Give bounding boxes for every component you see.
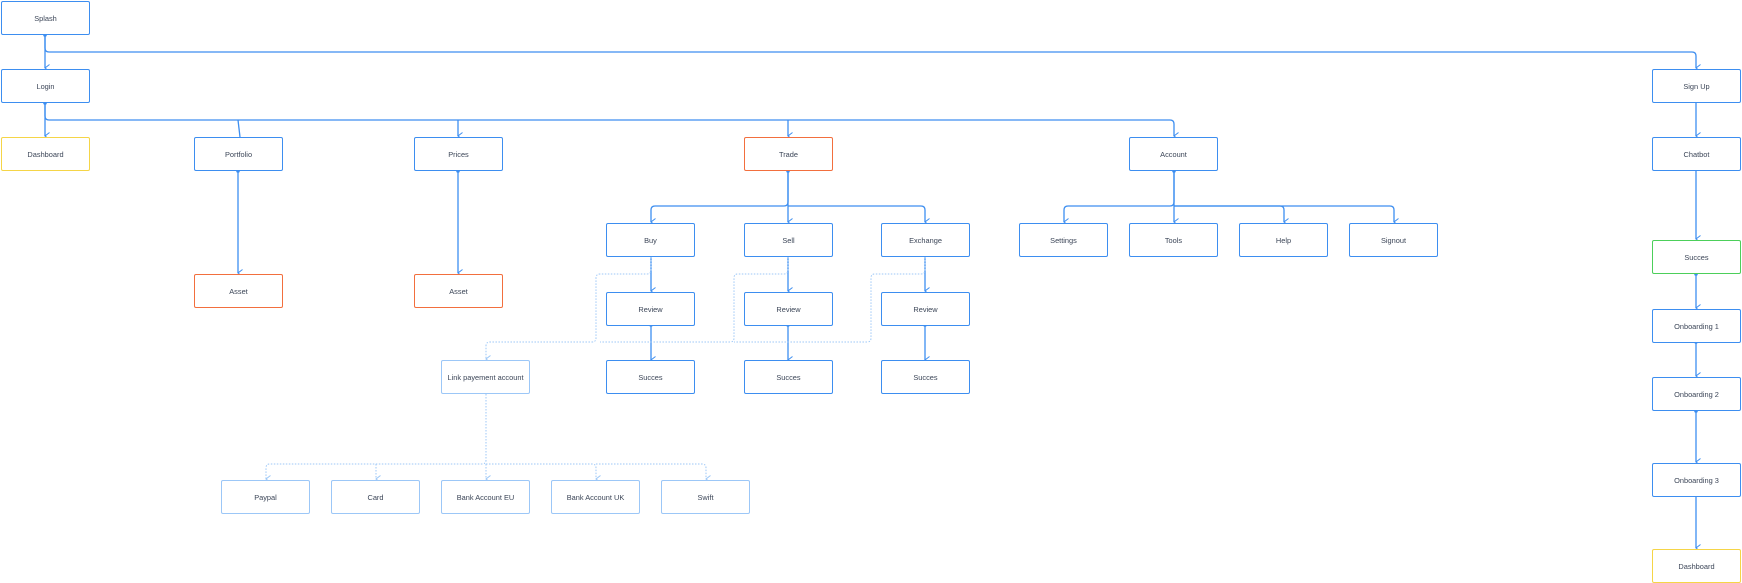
node-swift[interactable]: Swift [661,480,750,514]
node-splash[interactable]: Splash [1,1,90,35]
node-onboarding-1[interactable]: Onboarding 1 [1652,309,1741,343]
edge-trade-bus [650,171,789,226]
edge-link-bank-uk [486,463,601,483]
edge-buy-link [485,257,652,363]
node-succes-signup[interactable]: Succes [1652,240,1741,274]
node-review-sell[interactable]: Review [744,292,833,326]
node-trade[interactable]: Trade [744,137,833,171]
node-dashboard-final[interactable]: Dashboard [1652,549,1741,583]
edge-link-swift [596,463,711,483]
node-review-exchange[interactable]: Review [881,292,970,326]
node-login[interactable]: Login [1,69,90,103]
edge-splash-signup [44,35,1701,72]
edge-login-portfolio [237,119,241,138]
edge-exchange-link [734,257,926,343]
node-help[interactable]: Help [1239,223,1328,257]
edge-sell-link [600,257,789,343]
node-tools[interactable]: Tools [1129,223,1218,257]
node-dashboard[interactable]: Dashboard [1,137,90,171]
node-review-buy[interactable]: Review [606,292,695,326]
node-asset-portfolio[interactable]: Asset [194,274,283,308]
node-onboarding-2[interactable]: Onboarding 2 [1652,377,1741,411]
node-onboarding-3[interactable]: Onboarding 3 [1652,463,1741,497]
node-buy[interactable]: Buy [606,223,695,257]
node-card[interactable]: Card [331,480,420,514]
edge-account-signout [1174,205,1399,226]
node-signup[interactable]: Sign Up [1652,69,1741,103]
edge-login-bus [44,103,1179,140]
edge-account-help [1174,205,1289,226]
node-sell[interactable]: Sell [744,223,833,257]
node-bank-eu[interactable]: Bank Account EU [441,480,530,514]
node-exchange[interactable]: Exchange [881,223,970,257]
node-succes-buy[interactable]: Succes [606,360,695,394]
node-succes-sell[interactable]: Succes [744,360,833,394]
node-succes-exchange[interactable]: Succes [881,360,970,394]
node-portfolio[interactable]: Portfolio [194,137,283,171]
node-account[interactable]: Account [1129,137,1218,171]
node-settings[interactable]: Settings [1019,223,1108,257]
edge-trade-exchange [788,205,930,226]
node-prices[interactable]: Prices [414,137,503,171]
edge-account-settings [1063,171,1175,226]
node-chatbot[interactable]: Chatbot [1652,137,1741,171]
node-bank-uk[interactable]: Bank Account UK [551,480,640,514]
edge-link-bus [265,394,487,483]
node-link-payment[interactable]: Link payement account [441,360,530,394]
node-asset-prices[interactable]: Asset [414,274,503,308]
node-signout[interactable]: Signout [1349,223,1438,257]
node-paypal[interactable]: Paypal [221,480,310,514]
